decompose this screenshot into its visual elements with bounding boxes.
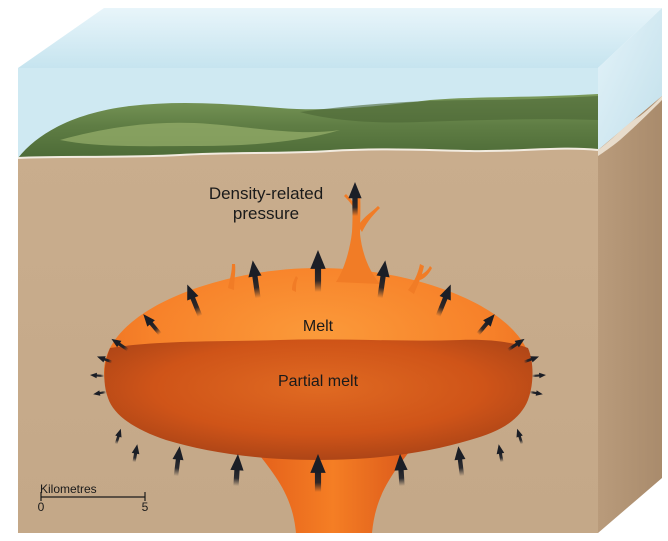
pressure-arrow [93,390,107,396]
pressure-arrow [111,338,129,352]
magma-conduit [336,194,380,284]
pressure-arrow [476,314,495,336]
pressure-label-line1: Density-related [208,184,324,203]
pressure-arrow [96,356,113,364]
dike-right [408,264,432,294]
pressure-arrow [114,428,122,445]
sky-top-face [18,8,662,68]
scale-bar [40,492,146,501]
pressure-arrow [523,356,540,364]
pressure-arrow [531,372,546,379]
scale-bar-start-label: 0 [37,500,45,514]
pressure-arrow [230,454,244,487]
surface-edge-line [17,147,599,159]
landscape-fields [60,122,340,147]
pressure-arrow [187,284,203,317]
pressure-arrow [348,182,362,216]
pressure-arrow [394,454,408,487]
dike-right-2 [292,276,298,292]
pressure-arrow [496,444,505,463]
pressure-arrow [131,444,140,463]
sky-side [598,8,662,150]
pressure-arrows [90,182,546,492]
terrain-side-edge [598,96,662,156]
magma-chamber [104,268,533,460]
dike-left [228,264,236,290]
pressure-arrow [172,446,184,477]
magma-feeder-stem [248,440,418,533]
partial-melt-zone [104,339,533,460]
melt-label: Melt [302,318,334,335]
pressure-arrow [248,260,262,299]
pressure-arrow [376,260,390,299]
pressure-arrow [529,390,543,396]
pressure-arrow [310,250,326,292]
pressure-arrow [507,338,525,352]
partial-melt-label: Partial melt [277,373,359,390]
pressure-arrow [143,314,162,336]
pressure-arrow [90,372,105,379]
landscape-ridge [300,96,598,123]
pressure-label-line2: pressure [232,204,300,223]
pressure-arrow [310,454,326,492]
pressure-arrow [435,284,451,317]
dike-branch-right [358,206,380,232]
pressure-arrow [516,428,524,445]
scale-bar-end-label: 5 [141,500,149,514]
scale-bar-title: Kilometres [40,482,97,496]
pressure-arrow [454,446,466,477]
density-pressure-label: Density-related pressure [196,184,336,224]
rock-side-face [598,96,662,533]
